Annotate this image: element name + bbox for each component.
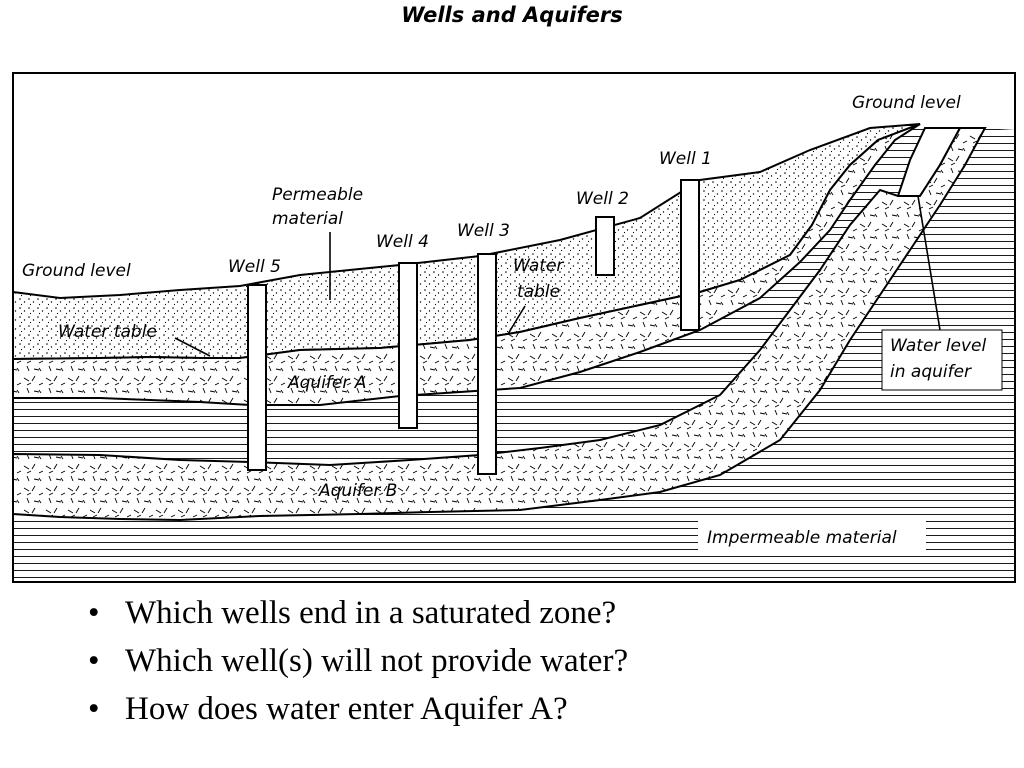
- water-table-mid-label-line1: Water: [513, 256, 564, 276]
- question-text: How does water enter Aquifer A?: [125, 691, 568, 727]
- water-table-left-label: Water table: [58, 322, 157, 342]
- water-table-mid-leader: [507, 305, 526, 335]
- water-level-label-line2: in aquifer: [890, 362, 972, 382]
- ground-level-right-label: Ground level: [852, 93, 961, 113]
- question-item: • Which well(s) will not provide water?: [88, 637, 628, 685]
- diagram-frame: [12, 72, 1016, 583]
- well-1-label: Well 1: [659, 149, 712, 169]
- well-1-shaft: [680, 179, 700, 331]
- well-5-label: Well 5: [228, 257, 281, 277]
- water-table-mid-label-line2: table: [517, 282, 560, 302]
- water-level-label-line1: Water level: [890, 336, 987, 356]
- permeable-label-line2: material: [272, 209, 343, 229]
- aquifer-a-label: Aquifer A: [287, 373, 366, 393]
- ground-level-left-label: Ground level: [22, 261, 131, 281]
- well-4-label: Well 4: [376, 232, 429, 252]
- permeable-label-line1: Permeable: [272, 185, 363, 205]
- water-level-label-bg: [881, 329, 1003, 391]
- well-4-shaft: [398, 262, 418, 429]
- impermeable-label: Impermeable material: [707, 528, 897, 548]
- question-item: • How does water enter Aquifer A?: [88, 685, 628, 733]
- well-5-shaft: [247, 284, 267, 471]
- aquifer-a: [13, 123, 921, 406]
- bullet-icon: •: [88, 643, 100, 679]
- well-2-label: Well 2: [576, 189, 629, 209]
- aquifer-b-label: Aquifer B: [318, 481, 397, 501]
- diagram-title: Wells and Aquifers: [401, 3, 623, 27]
- bullet-icon: •: [88, 595, 100, 631]
- question-text: Which well(s) will not provide water?: [125, 643, 629, 679]
- impermeable-label-bg: [698, 520, 926, 554]
- wells-aquifers-diagram: Ground level Ground level Permeable mate…: [12, 72, 1016, 583]
- well-3-label: Well 3: [457, 221, 510, 241]
- question-list: • Which wells end in a saturated zone? •…: [88, 589, 628, 733]
- question-item: • Which wells end in a saturated zone?: [88, 589, 628, 637]
- question-text: Which wells end in a saturated zone?: [125, 595, 617, 631]
- water-level-leader: [917, 195, 941, 331]
- aquifer-b: [13, 127, 987, 522]
- water-table-left-leader: [174, 337, 211, 357]
- bullet-icon: •: [88, 691, 100, 727]
- well-3-shaft: [477, 253, 497, 475]
- well-2-shaft: [595, 216, 615, 276]
